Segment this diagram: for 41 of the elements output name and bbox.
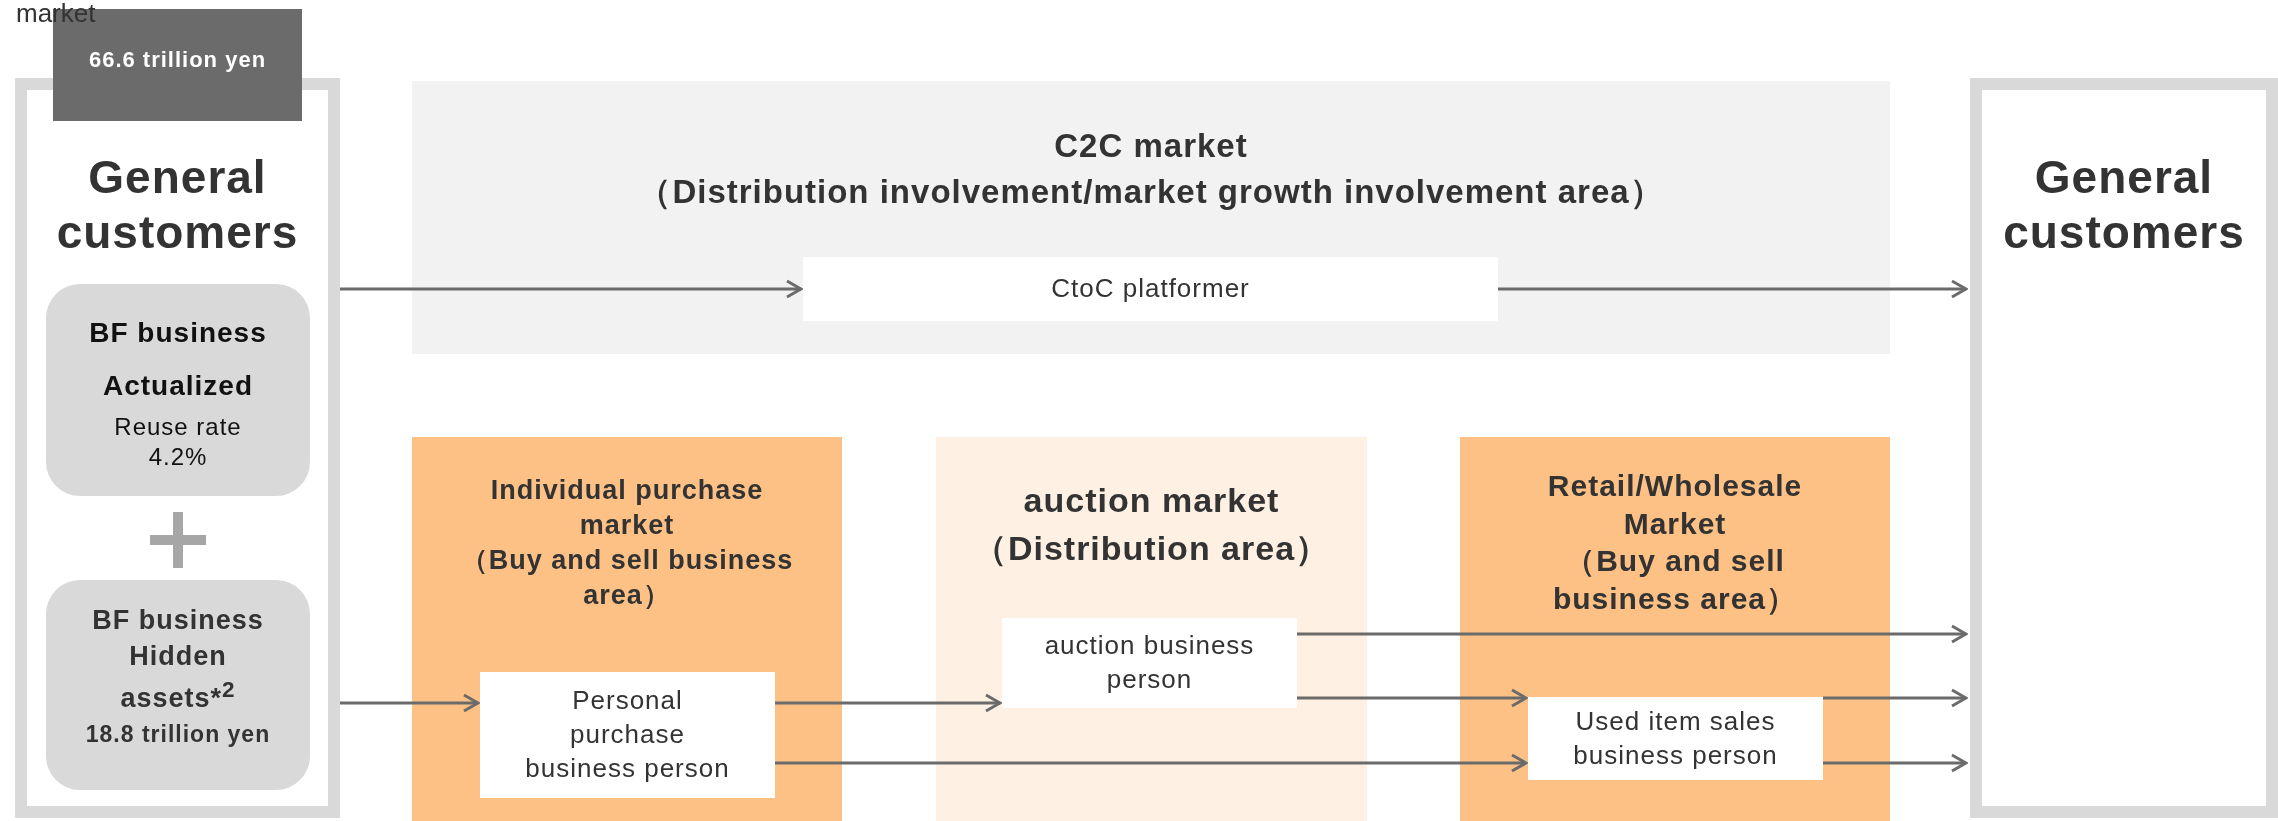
arrow xyxy=(340,693,480,713)
market-panel xyxy=(1460,437,1890,821)
participant-label: CtoC platformer xyxy=(1051,272,1250,306)
market-subheading: （Buy and sell business area） xyxy=(1551,543,1799,617)
reuse-rate-text: Reuse rate 4.2% xyxy=(113,412,243,473)
amount-label: 66.6 trillion yen xyxy=(88,47,267,74)
segment-box xyxy=(46,284,310,496)
participant-box xyxy=(1002,618,1297,708)
arrow xyxy=(1498,279,1968,299)
participant-label: Personal purchase business person xyxy=(525,684,730,785)
participant-label: Used item sales business person xyxy=(1572,704,1779,772)
arrow xyxy=(1297,688,1528,708)
arrow xyxy=(1297,624,1968,644)
market-heading: C2C market xyxy=(1054,126,1248,166)
customer-heading: General customers xyxy=(55,150,300,261)
participant-box xyxy=(803,257,1498,321)
market-panel xyxy=(412,437,842,821)
market-subheading: （Distribution area） xyxy=(972,527,1331,569)
arrow xyxy=(340,279,803,299)
arrow xyxy=(775,753,1528,773)
participant-box xyxy=(1528,697,1823,780)
customer-panel xyxy=(15,78,340,818)
market-heading: Individual purchase market xyxy=(489,474,765,543)
market-heading: Retail/Wholesale Market xyxy=(1546,468,1804,542)
market-heading: auction market xyxy=(1023,480,1280,521)
arrow xyxy=(1823,688,1968,708)
market-subheading: （Distribution involvement/market growth involvement area） xyxy=(638,172,1664,213)
arrow xyxy=(775,693,1002,713)
segment-heading: BF business Actualized xyxy=(88,316,268,404)
segment-box xyxy=(46,580,310,790)
market-subheading: （Buy and sell business area） xyxy=(459,544,795,613)
participant-label: auction business person xyxy=(1043,629,1256,696)
customer-panel xyxy=(1970,78,2278,818)
arrow xyxy=(1823,753,1968,773)
participant-box xyxy=(480,672,775,798)
customer-heading: General customers xyxy=(2002,150,2246,261)
amount-label: 18.8 trillion yen xyxy=(85,720,271,750)
market-band xyxy=(412,81,1890,354)
segment-heading: BF business Hidden assets*$^{2}$ xyxy=(91,604,265,715)
note-text: market xyxy=(16,0,96,26)
market-panel xyxy=(936,437,1367,821)
